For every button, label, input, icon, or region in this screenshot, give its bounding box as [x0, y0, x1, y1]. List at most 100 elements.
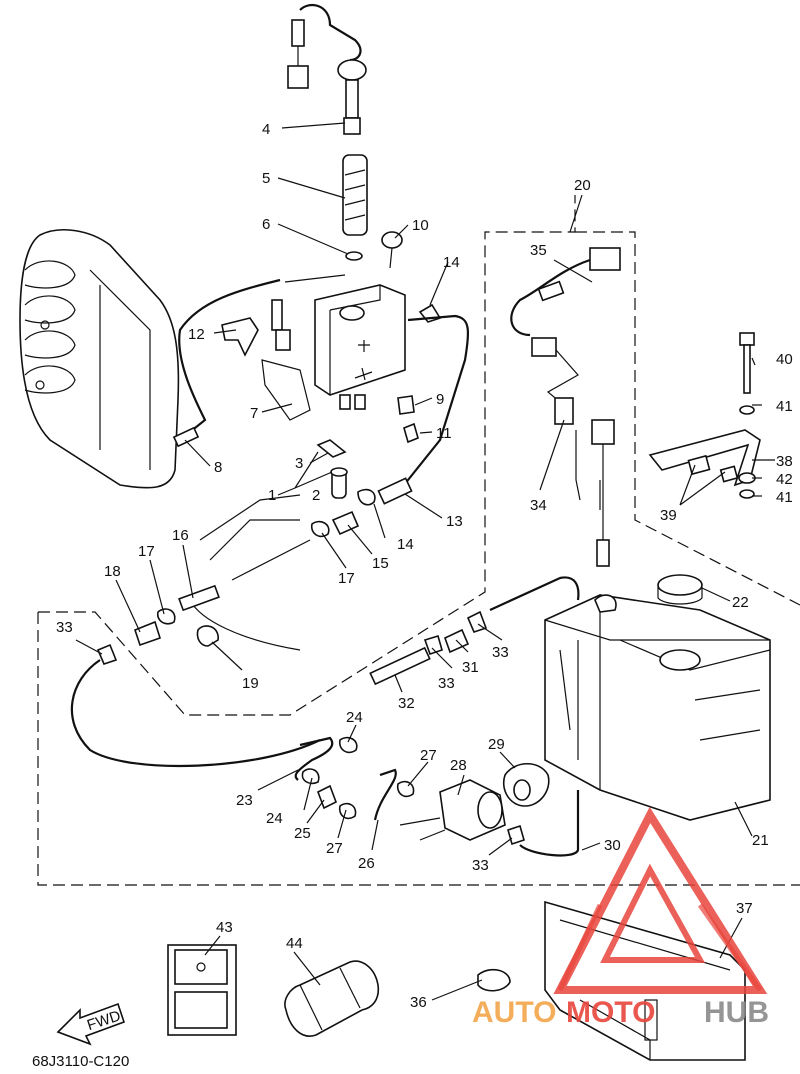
clip-19: [196, 625, 219, 647]
drawing-code: 68J3110-C120: [32, 1053, 129, 1070]
watermark-triangle-inner: [600, 863, 706, 963]
hose-8: [178, 278, 281, 441]
callout-4: 4: [262, 121, 270, 138]
callout-33d: 33: [472, 857, 489, 874]
clamp-17-center: [310, 520, 330, 538]
sensor-harness: [510, 247, 621, 567]
callout-42: 42: [776, 471, 793, 488]
hose-to-tank: [489, 576, 580, 612]
callout-27b: 27: [326, 840, 343, 857]
callout-39: 39: [660, 507, 677, 524]
engine-block-illustration: [19, 229, 180, 489]
bag-44: [284, 960, 380, 1037]
callout-labels: 1 2 3 4 5 6 7 8 9 10 11 12 13 14 14 15 1…: [56, 121, 793, 1011]
clamp-27-left: [338, 802, 357, 820]
callout-36: 36: [410, 994, 427, 1011]
clamp-14-bottom: [357, 488, 376, 506]
callout-19: 19: [242, 675, 259, 692]
callout-44: 44: [286, 935, 303, 952]
callout-31: 31: [462, 659, 479, 676]
clamp-33-right: [466, 610, 488, 633]
clamp-27-right: [396, 780, 415, 798]
callout-17b: 17: [338, 570, 355, 587]
bolt-40: [739, 332, 755, 394]
wire-top: [284, 274, 346, 283]
callout-2: 2: [312, 487, 320, 504]
hose-16-line: [231, 539, 311, 581]
callout-28: 28: [450, 757, 467, 774]
callout-41b: 41: [776, 489, 793, 506]
callout-17a: 17: [138, 543, 155, 560]
callout-32: 32: [398, 695, 415, 712]
clamp-33-left: [96, 643, 118, 665]
tank-cap-22: [657, 574, 703, 605]
callout-43: 43: [216, 919, 233, 936]
callout-38: 38: [776, 453, 793, 470]
callout-27a: 27: [420, 747, 437, 764]
callout-1: 1: [268, 487, 276, 504]
strainer-29: [503, 762, 550, 807]
decal-43: [167, 944, 237, 1036]
callout-12: 12: [188, 326, 205, 343]
fuel-tank: [544, 594, 771, 821]
clamp-33-mid: [423, 634, 443, 656]
o-ring: [345, 251, 363, 261]
bolt-11: [403, 422, 419, 444]
callout-22: 22: [732, 594, 749, 611]
callout-3: 3: [295, 455, 303, 472]
fuel-pump: [399, 779, 506, 841]
callout-21: 21: [752, 832, 769, 849]
bracket-12: [221, 317, 259, 357]
callout-25: 25: [294, 825, 311, 842]
clamp-17-left: [156, 608, 176, 625]
washer-41-bottom: [739, 489, 755, 499]
fwd-arrow: FWD: [56, 1002, 126, 1046]
watermark-text-hub: HUB: [704, 996, 769, 1029]
callout-20: 20: [574, 177, 591, 194]
callout-11: 11: [436, 425, 452, 442]
automotohub-watermark: AUTO MOTO HUB: [472, 806, 769, 1029]
callout-16: 16: [172, 527, 189, 544]
clamp-33-pump: [507, 824, 525, 846]
callout-14a: 14: [443, 254, 460, 271]
fuel-filter-element: [342, 154, 368, 236]
joint-18: [134, 620, 161, 647]
hose-26: [373, 768, 397, 821]
callout-15: 15: [372, 555, 389, 572]
callout-6: 6: [262, 216, 270, 233]
hose-13-top: [394, 314, 470, 494]
callout-24b: 24: [266, 810, 283, 827]
watermark-text-auto: AUTO: [472, 996, 556, 1029]
callout-35: 35: [530, 242, 547, 259]
grommet-10: [381, 231, 403, 269]
joint-parts-1-2-3: [316, 439, 348, 499]
callout-30: 30: [604, 837, 621, 854]
callout-24a: 24: [346, 709, 363, 726]
clamp-24-top: [338, 736, 358, 754]
clamp-36: [477, 968, 511, 992]
hose-13: [377, 477, 413, 505]
joint-15: [331, 510, 360, 536]
callout-33a: 33: [56, 619, 73, 636]
hose-16: [178, 584, 220, 612]
watermark-triangle-outer: [553, 806, 768, 994]
watermark-triangle-cut: [557, 903, 763, 992]
group-outline-lines: [37, 195, 800, 886]
watermark-text-moto: MOTO: [566, 996, 655, 1029]
callout-9: 9: [436, 391, 444, 408]
callout-18: 18: [104, 563, 121, 580]
callout-10: 10: [412, 217, 429, 234]
leader-lines: [75, 122, 775, 1001]
vapor-separator: [314, 284, 406, 410]
hose-33-left: [70, 659, 321, 768]
grommet-9: [397, 395, 415, 415]
callout-33b: 33: [438, 675, 455, 692]
hose-30: [519, 790, 580, 857]
callout-14b: 14: [397, 536, 414, 553]
hose-23: [294, 736, 334, 781]
callout-8: 8: [214, 459, 222, 476]
washer-41-top: [739, 405, 755, 415]
tank-grommet: [594, 594, 617, 613]
callout-13: 13: [446, 513, 463, 530]
